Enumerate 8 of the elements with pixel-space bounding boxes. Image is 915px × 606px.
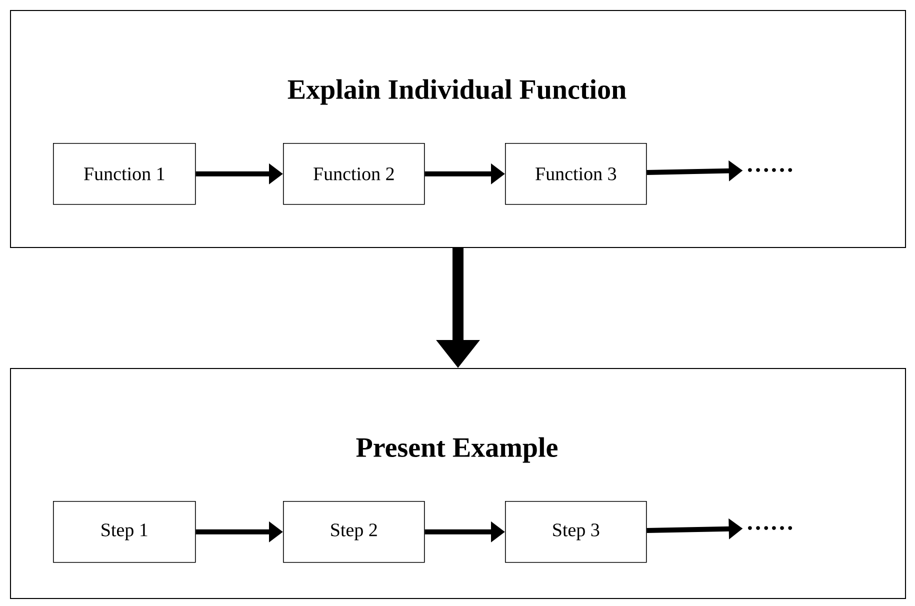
process-box: Step 2 — [283, 501, 425, 563]
process-box: Step 3 — [505, 501, 647, 563]
ellipsis-text: …… — [748, 526, 792, 530]
process-box: Function 1 — [53, 143, 196, 205]
process-box: Function 3 — [505, 143, 647, 205]
ellipsis-text: …… — [748, 168, 792, 172]
process-box: Function 2 — [283, 143, 425, 205]
process-box: Step 1 — [53, 501, 196, 563]
